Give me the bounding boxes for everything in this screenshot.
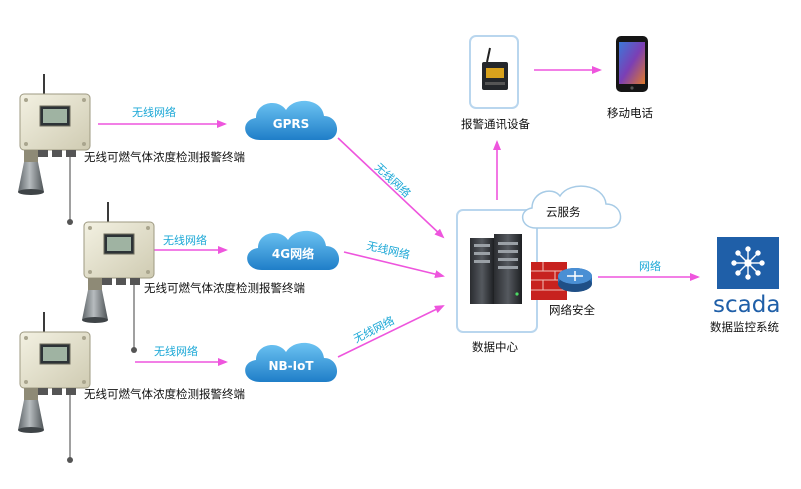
gas-detector-terminal-3: 无线可燃气体浓度检测报警终端 — [17, 311, 245, 464]
alarm-device-label: 报警通讯设备 — [461, 117, 530, 131]
network-name: 4G网络 — [272, 246, 314, 261]
cloud-service-label: 云服务 — [546, 205, 581, 219]
data-center: 数据中心 — [456, 209, 538, 354]
firewall-icon — [531, 262, 592, 300]
scada-logo-text: scada — [713, 292, 780, 318]
mobile-phone-label: 移动电话 — [607, 106, 653, 120]
smartphone-icon — [616, 36, 648, 92]
gas-detector-icon — [17, 73, 91, 226]
router-device-icon — [482, 47, 508, 90]
link-label-gprs: 无线网络 — [372, 160, 414, 200]
cloud-gprs: GPRS — [245, 100, 338, 140]
firewall-label: 网络安全 — [549, 303, 595, 317]
mobile-phone: 移动电话 — [607, 36, 653, 120]
link-label-terminal3: 无线网络 — [154, 344, 198, 358]
arrow-nbiot-datacenter — [337, 305, 445, 358]
scada-system: scada 数据监控系统 — [710, 237, 780, 334]
alarm-communication-device: 报警通讯设备 — [461, 35, 530, 131]
link-label-terminal1: 无线网络 — [132, 105, 176, 119]
cloud-nbiot: NB-IoT — [245, 342, 338, 382]
network-name: NB-IoT — [268, 359, 314, 373]
terminal-label: 无线可燃气体浓度检测报警终端 — [84, 387, 245, 401]
terminal-label: 无线可燃气体浓度检测报警终端 — [144, 281, 305, 295]
cloud-outline-icon — [522, 185, 622, 229]
gas-detector-icon — [81, 201, 155, 354]
scada-label: 数据监控系统 — [710, 320, 779, 334]
server-rack-icon — [470, 234, 522, 304]
cloud-4g: 4G网络 — [247, 230, 340, 270]
gas-detector-terminal-2: 无线可燃气体浓度检测报警终端 — [81, 201, 305, 354]
gas-detector-terminal-1: 无线可燃气体浓度检测报警终端 — [17, 73, 245, 226]
link-label-scada: 网络 — [639, 259, 661, 273]
arrow-gprs-datacenter — [337, 137, 445, 239]
link-label-terminal2: 无线网络 — [163, 233, 207, 247]
gas-detector-icon — [17, 311, 91, 464]
link-label-nbiot: 无线网络 — [351, 313, 397, 345]
arrow-4g-datacenter — [343, 251, 445, 279]
network-node-icon — [731, 246, 765, 280]
cloud-service: 云服务 — [522, 185, 622, 229]
network-name: GPRS — [273, 117, 310, 131]
firewall: 网络安全 — [531, 262, 595, 317]
data-center-label: 数据中心 — [472, 340, 518, 354]
connection-arrows — [98, 66, 700, 366]
terminal-label: 无线可燃气体浓度检测报警终端 — [84, 150, 245, 164]
